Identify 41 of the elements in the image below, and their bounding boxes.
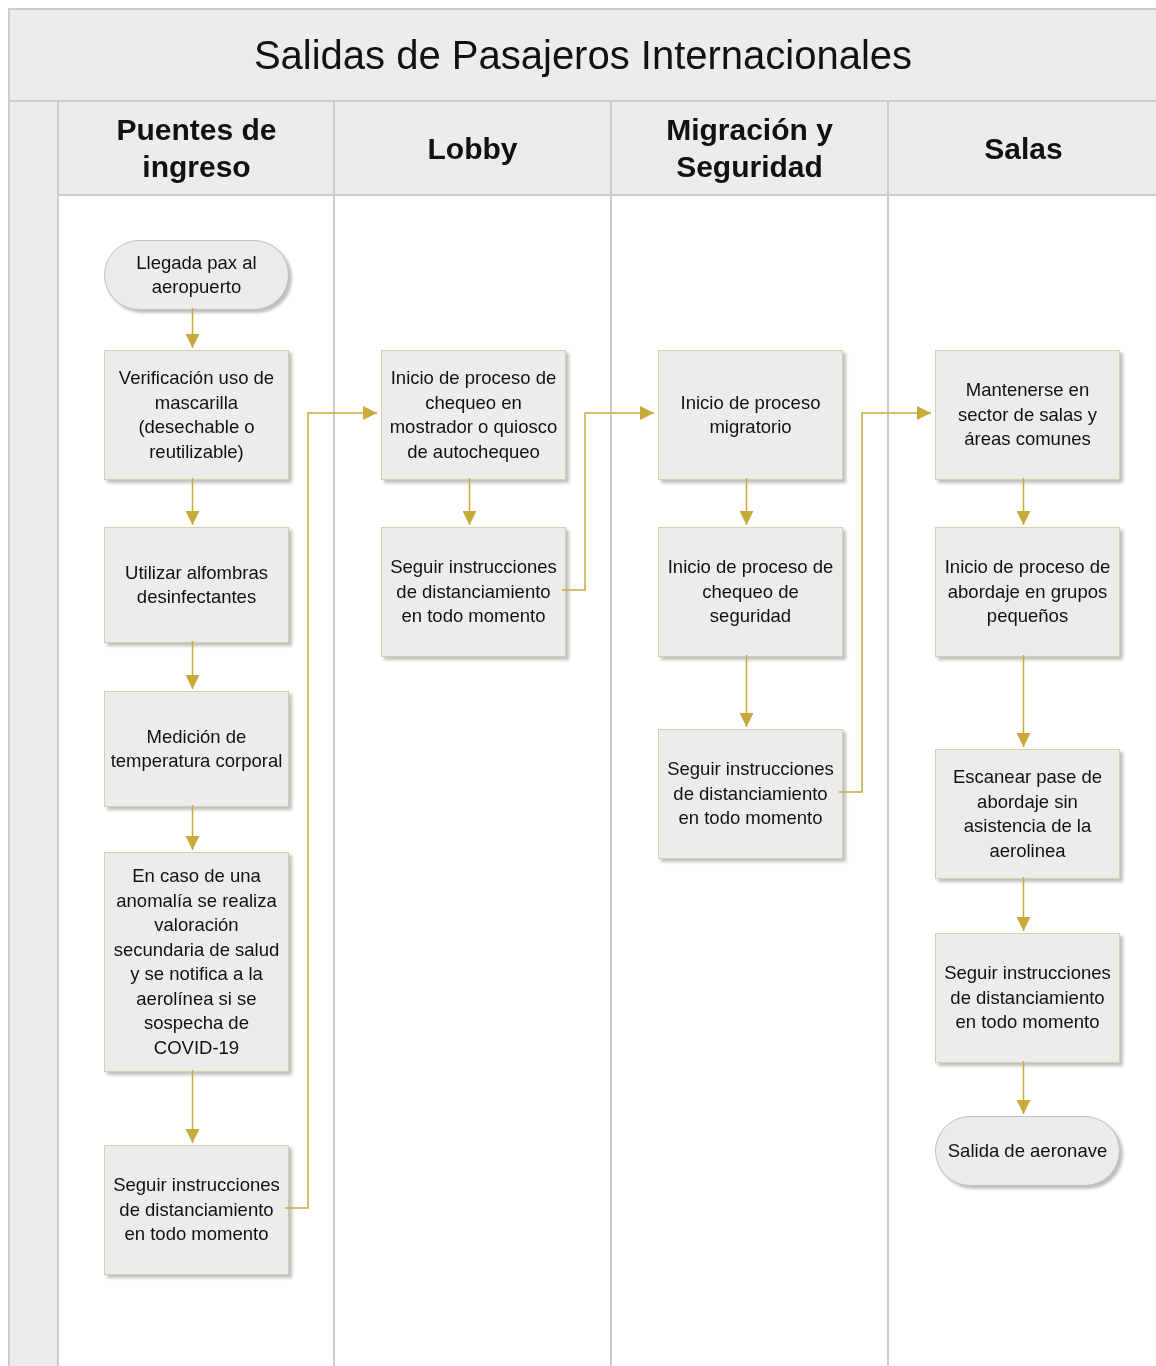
process-box: Inicio de proceso de chequeo en mostrador o quiosco de autochequeo <box>381 350 566 480</box>
arrow <box>739 477 754 526</box>
arrow <box>1016 1060 1031 1115</box>
terminal-box: Salida de aeronave <box>935 1116 1120 1186</box>
process-box: Verificación uso de mascarilla (desechable o reutilizable) <box>104 350 289 480</box>
arrow <box>838 406 932 793</box>
process-box: Seguir instrucciones de distanciamiento en todo momento <box>104 1145 289 1275</box>
arrow <box>185 640 200 690</box>
process-box: En caso de una anomalía se realiza valoración secundaria de salud y se notifica a la aerolínea si se sospecha de COVID-19 <box>104 852 289 1072</box>
process-box: Utilizar alfombras desinfectantes <box>104 527 289 643</box>
process-box: Seguir instrucciones de distanciamiento en todo momento <box>935 933 1120 1063</box>
swimlane-lane <box>887 102 1156 1366</box>
process-box: Medición de temperatura corporal <box>104 691 289 807</box>
arrow <box>1016 654 1031 748</box>
terminal-box: Llegada pax al aeropuerto <box>104 240 289 310</box>
arrow <box>284 406 378 1209</box>
arrow <box>561 406 655 591</box>
arrow <box>1016 876 1031 932</box>
process-box: Escanear pase de abordaje sin asistencia de la aerolinea <box>935 749 1120 879</box>
process-box: Seguir instrucciones de distanciamiento en todo momento <box>658 729 843 859</box>
process-box: Inicio de proceso de abordaje en grupos pequeños <box>935 527 1120 657</box>
arrow <box>185 477 200 526</box>
lane-header: Puentes de ingreso <box>59 102 334 196</box>
lane-header: Salas <box>889 102 1156 196</box>
swimlane-lane <box>610 102 887 1366</box>
arrow <box>185 804 200 851</box>
arrow <box>185 1069 200 1144</box>
process-box: Inicio de proceso de chequeo de seguridad <box>658 527 843 657</box>
arrow <box>185 307 200 349</box>
swimlane-pool <box>8 8 1156 1366</box>
swimlane-lane <box>333 102 610 1366</box>
process-box: Seguir instrucciones de distanciamiento en todo momento <box>381 527 566 657</box>
arrow <box>739 654 754 728</box>
arrow <box>462 477 477 526</box>
process-box: Mantenerse en sector de salas y áreas comunes <box>935 350 1120 480</box>
arrow <box>1016 477 1031 526</box>
lane-header: Migración y Seguridad <box>612 102 887 196</box>
swimlane-lane <box>57 102 334 1366</box>
diagram-title: Salidas de Pasajeros Internacionales <box>10 10 1156 102</box>
process-box: Inicio de proceso migratorio <box>658 350 843 480</box>
lane-header: Lobby <box>335 102 610 196</box>
